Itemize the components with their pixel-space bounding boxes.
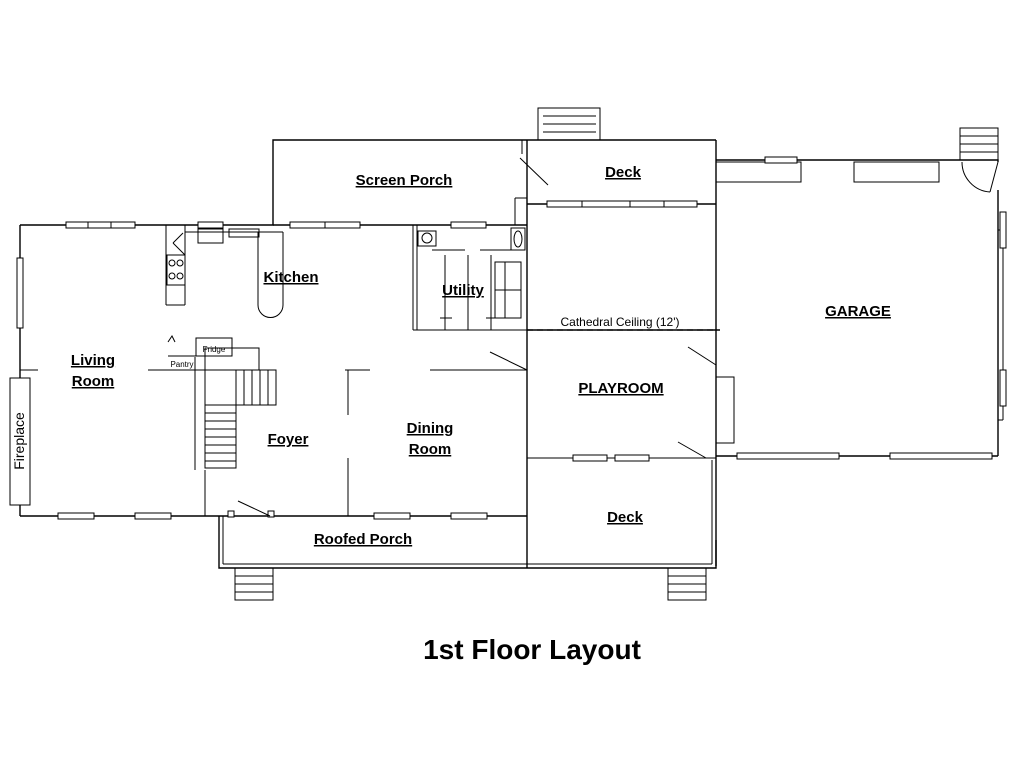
cathedral-ceiling-note: Cathedral Ceiling (12') [560, 315, 679, 329]
screen-porch-label: Screen Porch [356, 172, 453, 189]
fireplace-label: Fireplace [11, 412, 27, 470]
exterior-walls [19, 139, 999, 569]
page-title: 1st Floor Layout [423, 634, 641, 665]
garage-label: GARAGE [825, 303, 891, 320]
roofed-porch-label: Roofed Porch [314, 531, 412, 548]
dining-room-label-line1: Dining [407, 420, 454, 437]
deck-top-label: Deck [605, 164, 642, 181]
windows [16, 156, 1007, 520]
fixtures [9, 227, 526, 518]
deck-bottom-label: Deck [607, 509, 644, 526]
fridge-label: Fridge [203, 345, 226, 354]
utility-label: Utility [442, 282, 484, 299]
interior-walls [20, 140, 1004, 568]
dining-room-label-line2: Room [409, 441, 452, 458]
playroom-label: PLAYROOM [578, 380, 663, 397]
living-room-label-line1: Living [71, 352, 115, 369]
foyer-label: Foyer [268, 431, 309, 448]
kitchen-label: Kitchen [263, 269, 318, 286]
pantry-label: Pantry [170, 360, 193, 369]
living-room-label-line2: Room [72, 373, 115, 390]
